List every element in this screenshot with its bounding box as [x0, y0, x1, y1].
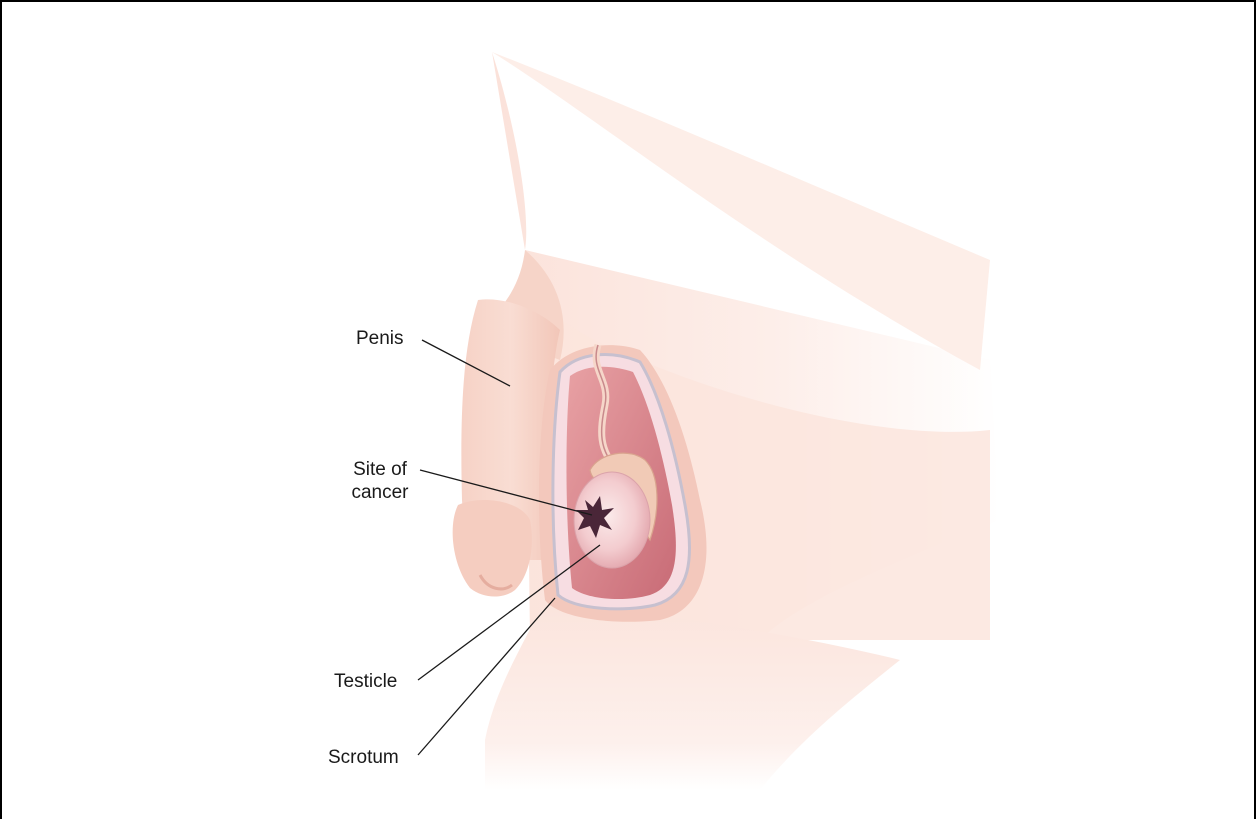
label-site-of-cancer-line2: cancer [340, 481, 420, 504]
label-site-of-cancer-line1: Site of [340, 458, 420, 481]
label-scrotum: Scrotum [328, 746, 399, 769]
penis-glans [453, 500, 532, 597]
label-penis: Penis [356, 327, 404, 350]
label-site-of-cancer: Site of cancer [340, 458, 420, 504]
label-testicle: Testicle [334, 670, 397, 693]
